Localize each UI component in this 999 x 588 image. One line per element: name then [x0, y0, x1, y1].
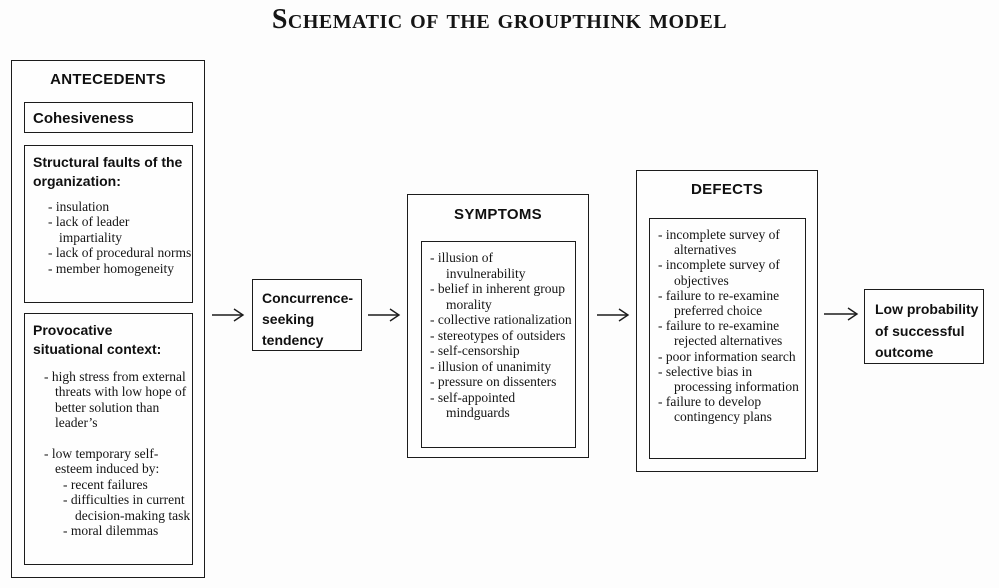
list-item: - illusion of unanimity: [430, 358, 552, 374]
diagram-title: Schematic of the groupthink model: [271, 4, 728, 35]
list-item: - lack of procedural norms: [48, 245, 192, 261]
antecedents-box: ANTECEDENTS Cohesiveness Structural faul…: [11, 60, 205, 578]
defects-header: DEFECTS: [690, 181, 764, 198]
list-item: - poor information search: [658, 348, 796, 364]
list-item: - failure to re-examine rejected alterna…: [658, 318, 783, 349]
list-item: - member homogeneity: [48, 260, 174, 276]
list-subitem: - difficulties in current decision-makin…: [63, 492, 191, 523]
list-item: - incomplete survey of alternatives: [658, 227, 780, 258]
symptoms-header: SYMPTOMS: [454, 206, 542, 223]
structural-faults-header: Structural faults of the organization:: [33, 154, 183, 189]
list-item: - self-appointed mindguards: [430, 389, 516, 421]
list-item: - lack of leader impartiality: [48, 214, 130, 245]
outcome-label: Low probability of successful outcome: [875, 301, 979, 361]
defects-box: DEFECTS - incomplete survey of alternati…: [636, 170, 818, 472]
list-item: - pressure on dissenters: [430, 374, 557, 389]
defects-list: - incomplete survey of alternatives - in…: [650, 219, 805, 425]
symptoms-box: SYMPTOMS - illusion of invulnerability -…: [407, 194, 589, 458]
list-item: - high stress from external threats with…: [44, 368, 187, 431]
list-subitem: - moral dilemmas: [63, 523, 159, 539]
provocative-context-header: Provocative situational context:: [33, 322, 162, 357]
outcome-box: Low probability of successful outcome: [864, 289, 984, 364]
defects-list-box: - incomplete survey of alternatives - in…: [649, 218, 806, 459]
list-item: - collective rationalization: [430, 312, 572, 327]
list-item: - selective bias in processing informati…: [658, 363, 799, 395]
structural-faults-list: - insulation - lack of leader impartiali…: [25, 199, 192, 277]
arrow-right-icon: [212, 308, 245, 322]
list-item: - incomplete survey of objectives: [658, 257, 780, 288]
arrow-right-icon: [597, 308, 630, 322]
list-item: - low temporary self-esteem induced by:: [44, 445, 160, 477]
list-subitem: - recent failures: [63, 476, 148, 492]
arrow-right-icon: [368, 308, 401, 322]
list-item: - failure to re-examine preferred choice: [658, 287, 780, 319]
antecedents-header: ANTECEDENTS: [50, 71, 166, 88]
list-item: - failure to develop contingency plans: [658, 394, 772, 425]
symptoms-list: - illusion of invulnerability - belief i…: [422, 242, 575, 421]
concurrence-box: Concurrence-seeking tendency: [252, 279, 362, 351]
list-item: - illusion of invulnerability: [430, 250, 526, 281]
provocative-context-box: Provocative situational context: - high …: [24, 313, 193, 565]
structural-faults-box: Structural faults of the organization: -…: [24, 145, 193, 303]
provocative-context-list: - high stress from external threats with…: [25, 369, 192, 539]
symptoms-list-box: - illusion of invulnerability - belief i…: [421, 241, 576, 448]
list-item: - stereotypes of outsiders: [430, 327, 566, 343]
list-item: - belief in inherent group morality: [430, 281, 565, 312]
cohesiveness-box: Cohesiveness: [24, 102, 193, 133]
arrow-right-icon: [824, 307, 859, 321]
concurrence-label: Concurrence-seeking tendency: [262, 290, 354, 348]
list-item: - self-censorship: [430, 343, 520, 358]
list-item: - insulation: [48, 198, 110, 214]
cohesiveness-label: Cohesiveness: [33, 110, 134, 127]
